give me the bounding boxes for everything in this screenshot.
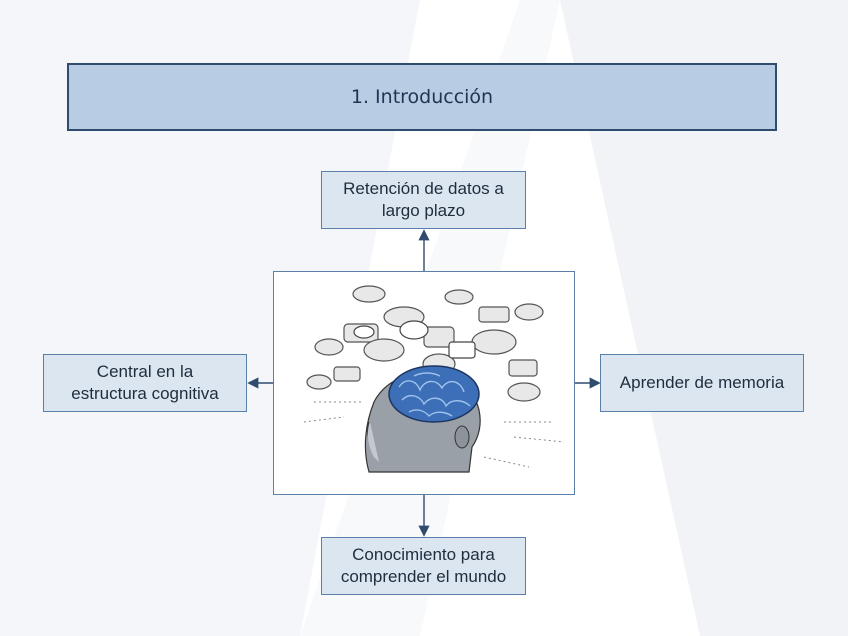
- node-left: Central en la estructura cognitiva: [43, 354, 247, 412]
- node-top: Retención de datos a largo plazo: [321, 171, 526, 229]
- slide-title-bar: 1. Introducción: [67, 63, 777, 131]
- node-top-label: Retención de datos a largo plazo: [343, 179, 504, 220]
- slide-title: 1. Introducción: [350, 86, 494, 108]
- center-image-frame: [273, 271, 575, 495]
- node-bottom-label: Conocimiento para comprender el mundo: [340, 545, 507, 586]
- node-right-label: Aprender de memoria: [619, 373, 785, 392]
- node-right: Aprender de memoria: [600, 354, 804, 412]
- head-brain-illustration-icon: [303, 285, 565, 473]
- node-bottom: Conocimiento para comprender el mundo: [321, 537, 526, 595]
- node-left-label: Central en la estructura cognitiva: [71, 362, 219, 403]
